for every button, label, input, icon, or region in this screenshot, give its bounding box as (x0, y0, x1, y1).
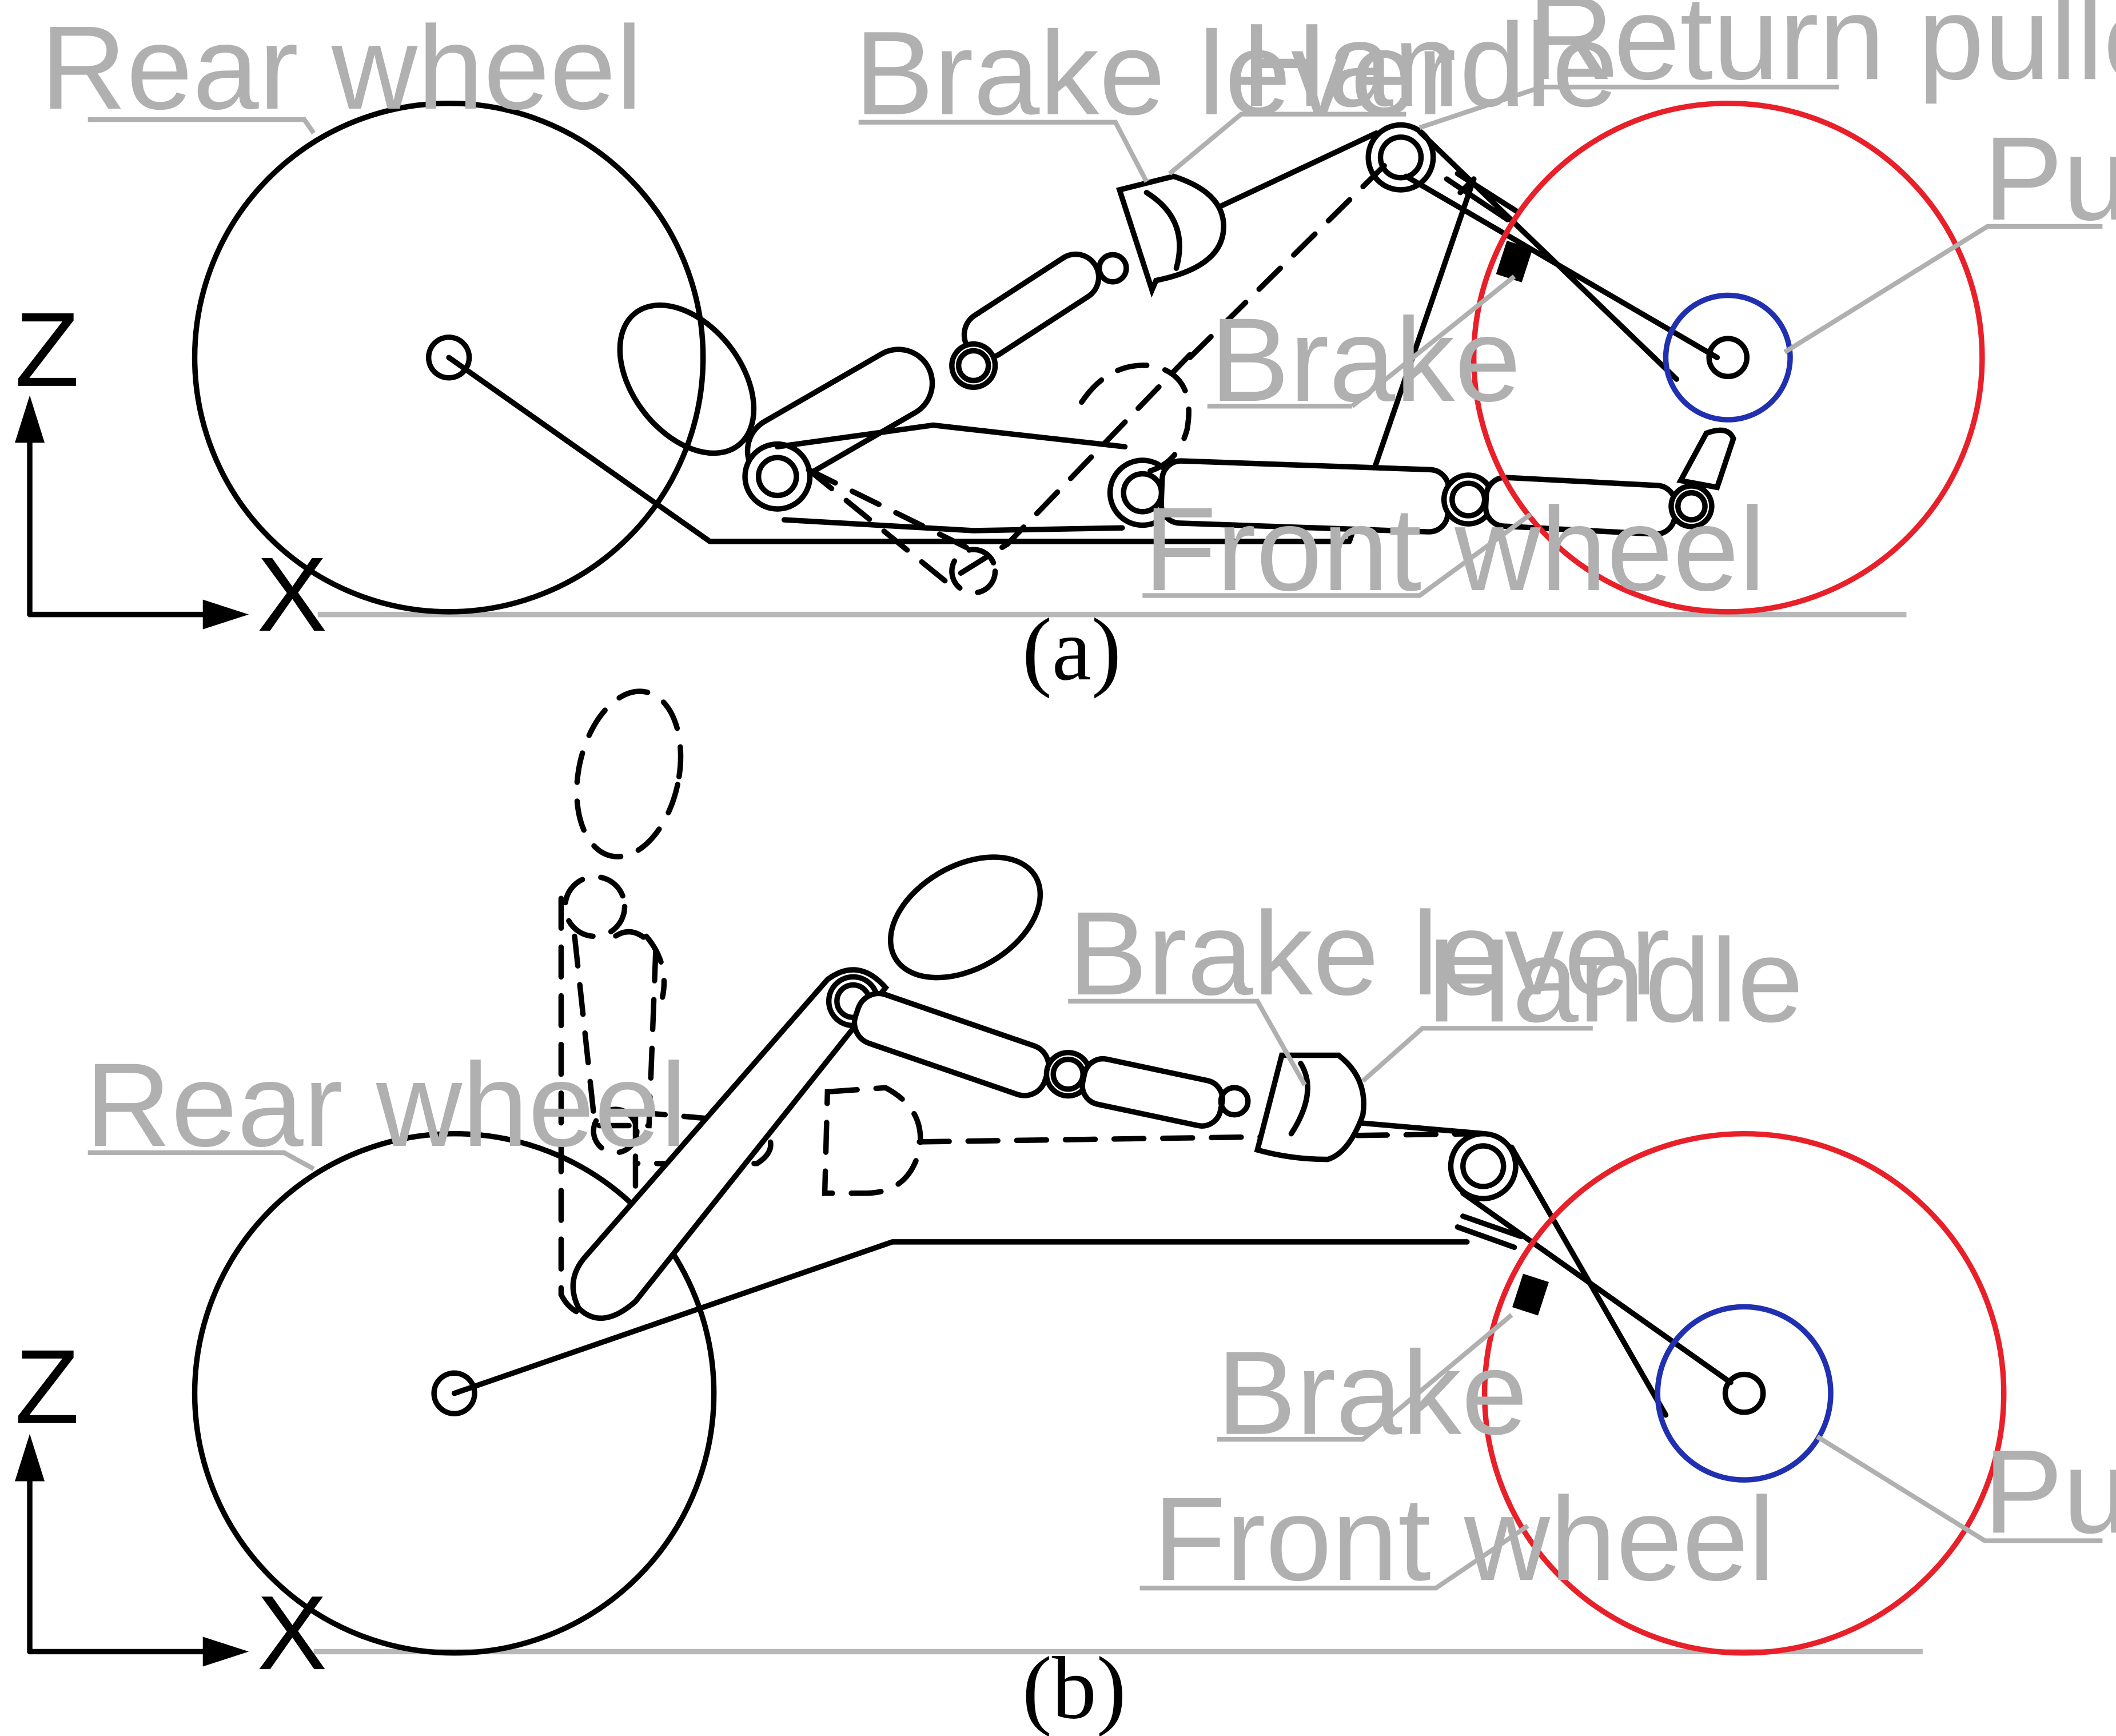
x-arrow-icon (202, 599, 249, 630)
rider-body-a (742, 173, 1736, 537)
label-front-wheel-a: Front wheel (1144, 483, 1766, 616)
rider-head-a (617, 302, 757, 456)
label-pulle-b: Pulle (1983, 1426, 2116, 1558)
handle-b (1254, 1052, 1366, 1162)
label-rear-wheel-b: Rear wheel (85, 1039, 687, 1172)
frame-b (451, 1239, 1470, 1396)
z-axis-label-b: Z (15, 1328, 79, 1446)
brake-pad-b (1512, 1273, 1549, 1316)
x-axis-label-a: X (257, 536, 327, 654)
rear-hub-a (425, 335, 472, 381)
axes-a: X Z (15, 291, 327, 654)
label-brake-lever-b: Brake lever (1068, 887, 1669, 1020)
axes-b: X Z (15, 1328, 327, 1692)
handle-a (1116, 173, 1226, 298)
z-arrow-icon (15, 1434, 45, 1482)
x-arrow-icon (202, 1637, 249, 1667)
rider-body-b (570, 967, 1366, 1321)
front-wheel-b (1481, 1130, 2007, 1656)
brake-pad-a (1496, 240, 1533, 282)
label-rear-wheel-a: Rear wheel (41, 2, 643, 134)
label-handle-b: Handle (1426, 914, 1803, 1047)
caption-b: (b) (1022, 1638, 1126, 1736)
label-pulle-a: Pulle (1983, 113, 2116, 245)
label-brake-lever-a: Brake lever (855, 7, 1456, 140)
x-axis-label-b: X (257, 1574, 327, 1692)
pulley-b (1655, 1304, 1834, 1483)
z-arrow-icon (15, 395, 45, 443)
caption-a: (a) (1022, 600, 1121, 699)
z-axis-label-a: Z (15, 291, 79, 409)
rear-wheel-b (192, 1130, 717, 1656)
panel-a: X Z (15, 0, 2116, 699)
label-return-pulley-a: Return pulley (1528, 0, 2116, 105)
rear-wheel-a (192, 100, 706, 615)
rider-head-b (887, 854, 1043, 981)
label-front-wheel-b: Front wheel (1153, 1473, 1775, 1606)
return-pulley-a (1365, 122, 1436, 193)
label-handle-a: Handle (1241, 0, 1618, 132)
front-wheel-a (1471, 100, 1985, 615)
pulley-a (1663, 292, 1793, 423)
label-brake-a: Brake (1210, 294, 1521, 427)
panel-b: X Z (15, 688, 2116, 1736)
rear-hub-b (431, 1370, 477, 1416)
label-brake-b: Brake (1217, 1327, 1528, 1460)
alt-pose-a (806, 152, 1398, 596)
